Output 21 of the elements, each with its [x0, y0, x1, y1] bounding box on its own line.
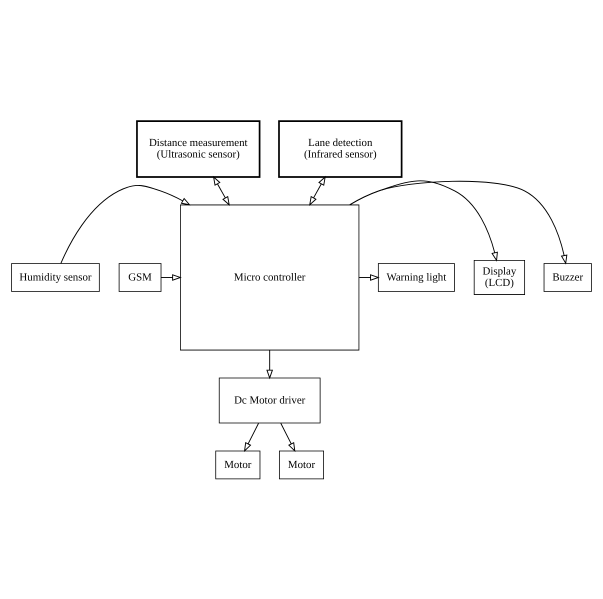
arrow	[358, 274, 380, 280]
node-box: Buzzer	[544, 262, 592, 292]
arrow	[60, 184, 191, 264]
node-box: Display (LCD)	[474, 260, 526, 294]
arrow	[349, 180, 498, 262]
node-box: Motor	[279, 450, 324, 479]
node-box: Dc Motor driver	[218, 377, 321, 423]
node-box: Warning light	[378, 262, 455, 292]
arrow	[349, 180, 568, 264]
node-box: Humidity sensor	[11, 262, 100, 292]
node-box: Distance measurement (Ultrasonic sensor)	[136, 120, 260, 178]
arrow	[244, 422, 260, 452]
arrow	[212, 175, 230, 206]
node-box: GSM	[118, 262, 162, 292]
node-box: Motor	[215, 450, 260, 479]
arrow	[266, 349, 274, 379]
node-box: Lane detection (Infrared sensor)	[278, 120, 402, 178]
node-box: Micro controller	[180, 204, 360, 350]
arrow	[309, 175, 326, 206]
arrow	[160, 274, 182, 280]
arrow	[280, 422, 296, 452]
